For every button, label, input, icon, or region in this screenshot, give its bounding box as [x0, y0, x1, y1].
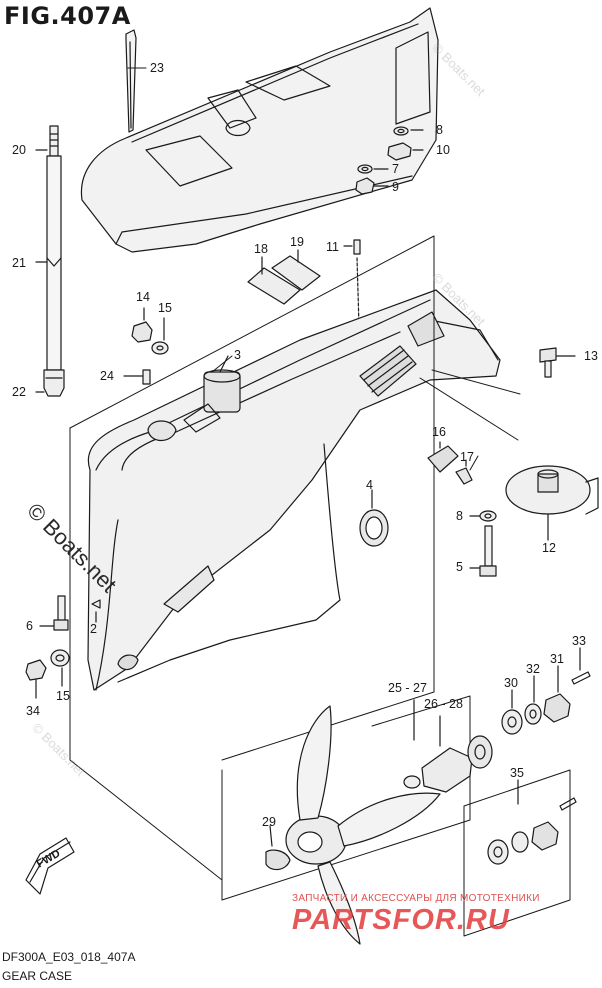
oil-seal-4 — [359, 489, 389, 547]
callout-34[interactable]: 34 — [26, 704, 40, 718]
callout-9[interactable]: 9 — [392, 180, 399, 194]
callout-12[interactable]: 12 — [542, 541, 556, 555]
drain-plug-34-washer-15 — [25, 649, 70, 699]
callout-21[interactable]: 21 — [12, 256, 26, 270]
callout-10[interactable]: 10 — [436, 143, 450, 157]
callout-29[interactable]: 29 — [262, 815, 276, 829]
callout-15-upper[interactable]: 15 — [158, 301, 172, 315]
callout-20[interactable]: 20 — [12, 143, 26, 157]
figure-name: GEAR CASE — [2, 969, 73, 983]
figure-code: DF300A_E03_018_407A — [2, 950, 136, 964]
callout-4[interactable]: 4 — [366, 478, 373, 492]
callout-16[interactable]: 16 — [432, 425, 446, 439]
callout-2[interactable]: 2 — [90, 622, 97, 636]
callout-15-lower[interactable]: 15 — [56, 689, 70, 703]
shop-tagline: ЗАПЧАСТИ И АКСЕССУАРЫ ДЛЯ МОТОТЕХНИКИ — [292, 893, 540, 904]
drive-shaft-assembly — [35, 125, 65, 397]
callout-8-top[interactable]: 8 — [436, 123, 443, 137]
callout-6[interactable]: 6 — [26, 619, 33, 633]
callout-33[interactable]: 33 — [572, 634, 586, 648]
callout-30[interactable]: 30 — [504, 676, 518, 690]
callout-31[interactable]: 31 — [550, 652, 564, 666]
callout-5[interactable]: 5 — [456, 560, 463, 574]
upper-housing-cover — [80, 7, 439, 253]
callout-24[interactable]: 24 — [100, 369, 114, 383]
figure-title: FIG.407A — [4, 2, 131, 30]
callout-3[interactable]: 3 — [234, 348, 241, 362]
plug-washer-14-15 — [131, 307, 169, 355]
callout-11[interactable]: 11 — [326, 240, 339, 254]
anode-plates-18-19 — [247, 249, 321, 305]
callout-23[interactable]: 23 — [150, 61, 164, 75]
anode-12 — [505, 465, 599, 541]
washers-nuts-upper — [355, 126, 424, 195]
leader-lines — [127, 67, 479, 471]
bolt-6-pin-2 — [39, 595, 101, 631]
callout-32[interactable]: 32 — [526, 662, 540, 676]
callout-25-27[interactable]: 25 - 27 — [388, 681, 427, 695]
callout-19[interactable]: 19 — [290, 235, 304, 249]
bracket-16-screw-17 — [427, 441, 473, 485]
shop-logo: PARTSFOR.RU — [292, 904, 510, 936]
callout-14[interactable]: 14 — [136, 290, 150, 304]
propeller — [265, 705, 441, 945]
callout-35[interactable]: 35 — [510, 766, 524, 780]
callout-7[interactable]: 7 — [392, 162, 399, 176]
bolt-13 — [539, 347, 576, 378]
callout-22[interactable]: 22 — [12, 385, 26, 399]
washer-8-bolt-5 — [469, 510, 497, 577]
thrust-hub-kit — [403, 699, 493, 793]
callout-17[interactable]: 17 — [460, 450, 474, 464]
callout-8-mid[interactable]: 8 — [456, 509, 463, 523]
nut-kit-35 — [487, 779, 577, 865]
propeller-nut-set — [501, 647, 591, 735]
callout-26-28[interactable]: 26 - 28 — [424, 697, 463, 711]
callout-13[interactable]: 13 — [584, 349, 598, 363]
pin-24-bearing-3 — [123, 355, 229, 385]
part-23-guide-rod — [125, 29, 137, 133]
gear-case-housing — [87, 289, 501, 691]
callout-18[interactable]: 18 — [254, 242, 268, 256]
fwd-arrow-icon — [25, 837, 75, 895]
